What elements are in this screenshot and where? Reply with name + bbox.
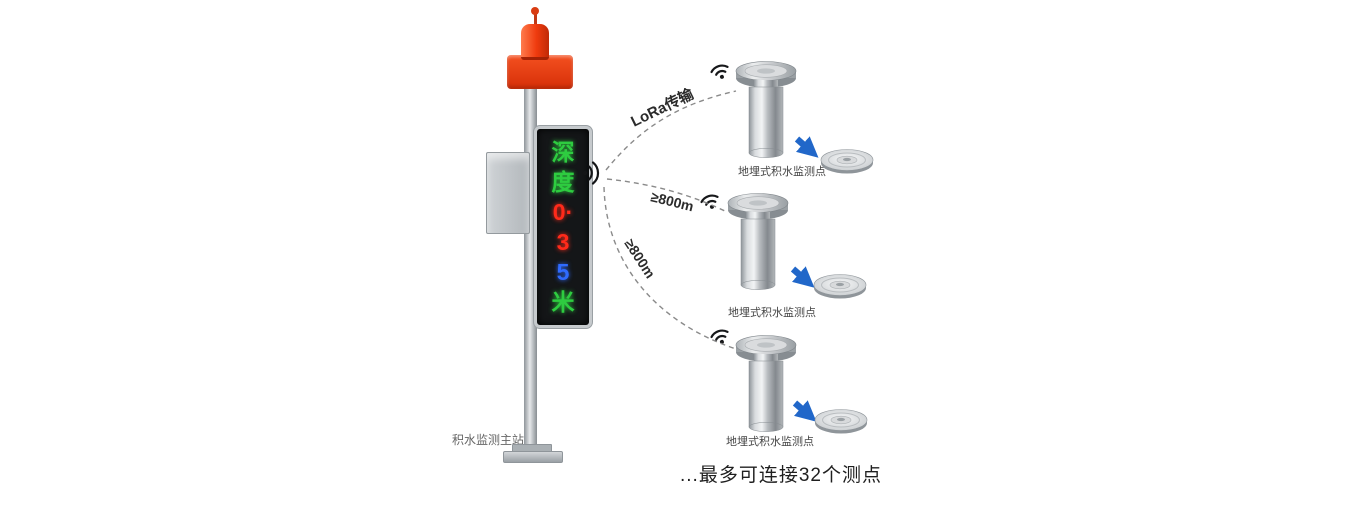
sensor-group: 地埋式积水监测点	[695, 318, 885, 458]
footer-note: ...最多可连接32个测点	[680, 465, 882, 486]
flow-arrow-icon	[790, 266, 815, 288]
alarm-antenna	[534, 12, 537, 26]
sensor-group: 地埋式积水监测点	[690, 183, 880, 323]
sensor-label: 地埋式积水监测点	[728, 307, 816, 319]
buried-sensor-illustration	[727, 193, 789, 290]
lora-link-label: LoRa传输	[628, 84, 697, 130]
led-display: 深 度 0· 3 5 米	[534, 126, 592, 328]
led-line: 5	[556, 259, 570, 285]
led-line: 3	[556, 229, 570, 255]
alarm-bracket	[507, 55, 573, 89]
disc-sensor-illustration	[820, 149, 874, 174]
disc-sensor-illustration	[814, 409, 868, 434]
flow-arrow-icon	[792, 400, 817, 422]
station-label: 积水监测主站	[452, 433, 525, 447]
led-line: 深	[551, 139, 575, 165]
alarm-antenna-tip	[531, 7, 539, 15]
station-base-plate	[503, 451, 563, 463]
wifi-icon	[710, 64, 729, 79]
buried-sensor-illustration	[735, 61, 797, 158]
led-line: 米	[551, 289, 575, 315]
sensor-group: 地埋式积水监测点	[695, 50, 885, 185]
control-box	[486, 152, 530, 234]
distance-label-middle: ≥800m	[649, 188, 695, 214]
disc-sensor-illustration	[813, 274, 867, 299]
led-line: 度	[551, 169, 575, 195]
distance-label-bottom: ≥800m	[621, 236, 658, 281]
led-line: 0·	[552, 199, 574, 225]
buried-sensor-illustration	[735, 335, 797, 432]
alarm-beacon-icon	[521, 24, 549, 60]
flow-arrow-icon	[794, 136, 819, 158]
signal-emit-icon	[582, 161, 600, 185]
sensor-label: 地埋式积水监测点	[738, 166, 826, 178]
sensor-label: 地埋式积水监测点	[726, 436, 814, 448]
